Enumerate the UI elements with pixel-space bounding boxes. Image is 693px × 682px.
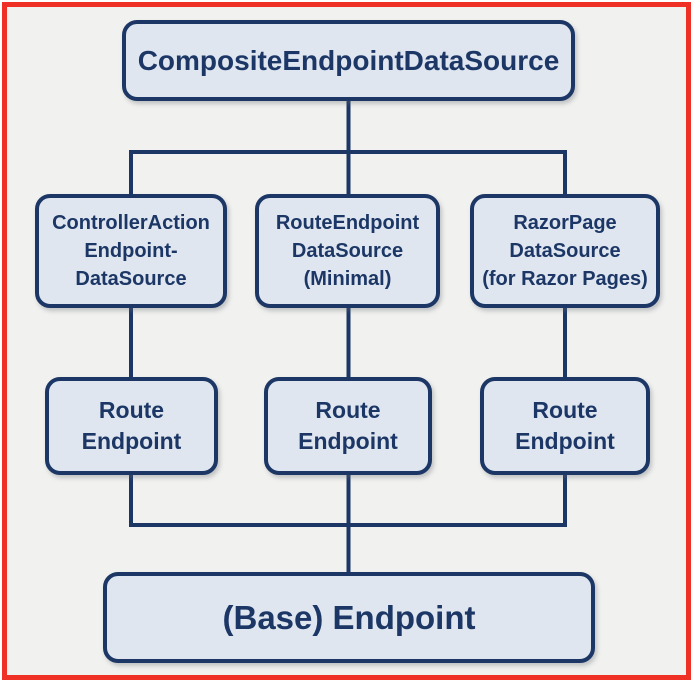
node-routeendpoint-datasource-minimal: RouteEndpoint DataSource (Minimal)	[255, 194, 440, 308]
node-razorpage-datasource: RazorPage DataSource (for Razor Pages)	[470, 194, 660, 308]
node-route-endpoint-2: Route Endpoint	[264, 377, 432, 475]
node-controlleraction-endpoint-datasource: ControllerAction Endpoint- DataSource	[35, 194, 227, 308]
node-composite-endpoint-datasource: CompositeEndpointDataSource	[122, 20, 575, 101]
node-base-endpoint: (Base) Endpoint	[103, 572, 595, 663]
node-route-endpoint-1: Route Endpoint	[45, 377, 218, 475]
node-route-endpoint-3: Route Endpoint	[480, 377, 650, 475]
